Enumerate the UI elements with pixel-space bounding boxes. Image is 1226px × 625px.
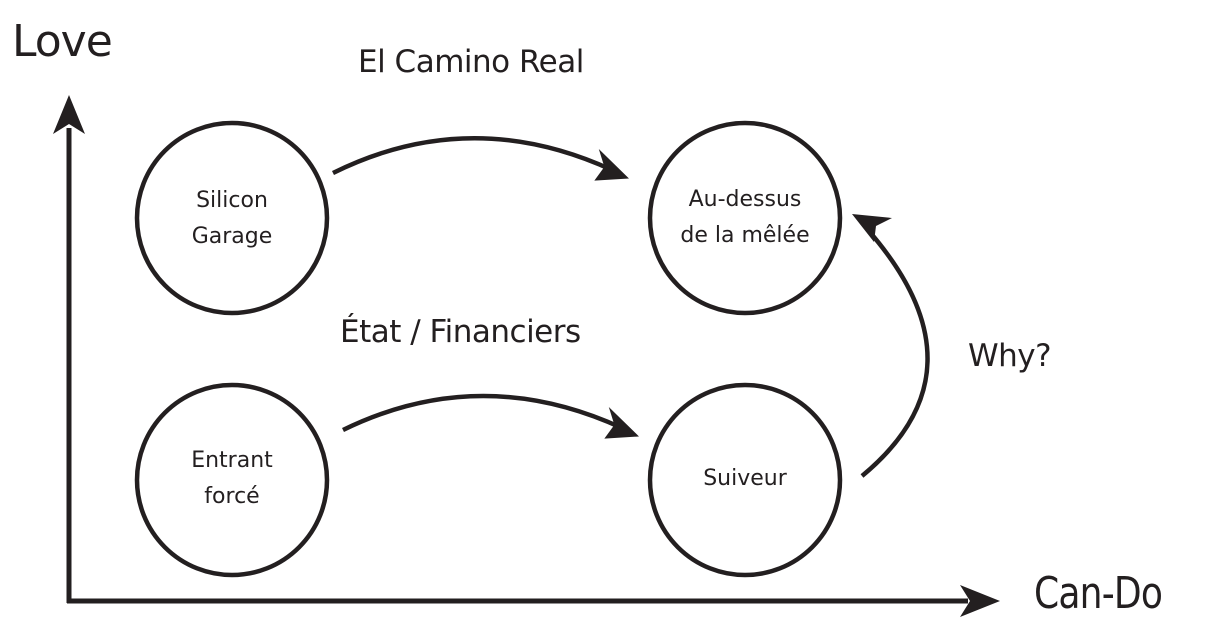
edge-etat-financiers-arrowhead-icon	[604, 406, 639, 439]
node-label-line: Entrant	[191, 448, 273, 473]
edge-why-arrowhead-icon	[852, 214, 892, 242]
edge-why-line	[860, 228, 930, 478]
node-label-line: de la mêlée	[680, 223, 810, 248]
node-silicon-garage: Silicon Garage	[142, 183, 322, 255]
y-axis-arrowhead-icon	[53, 95, 85, 134]
edge-label-why: Why?	[968, 338, 1052, 374]
edge-el-camino-real-line	[332, 136, 613, 176]
node-label-line: forcé	[204, 484, 260, 509]
node-suiveur: Suiveur	[655, 461, 835, 497]
node-label-line: Garage	[191, 224, 273, 249]
edge-label-el-camino-real: El Camino Real	[358, 44, 584, 80]
y-axis-title: Love	[12, 16, 113, 67]
x-axis-arrowhead-icon	[960, 585, 1000, 617]
edge-etat-financiers-line	[342, 393, 623, 433]
node-circle-silicon-garage	[134, 120, 330, 316]
node-label-line: Suiveur	[703, 466, 787, 491]
node-circle-entrant-force	[134, 382, 330, 578]
node-label-line: Au-dessus	[688, 187, 802, 212]
edge-label-etat-financiers: État / Financiers	[340, 314, 581, 350]
edge-el-camino-real-arrowhead-icon	[594, 148, 629, 181]
x-axis-title: Can-Do	[1034, 568, 1163, 619]
node-label-line: Silicon	[196, 188, 268, 213]
node-circle-suiveur	[647, 382, 843, 578]
node-au-dessus: Au-dessus de la mêlée	[655, 182, 835, 254]
node-entrant-force: Entrant forcé	[142, 443, 322, 515]
node-circle-au-dessus	[647, 120, 843, 316]
